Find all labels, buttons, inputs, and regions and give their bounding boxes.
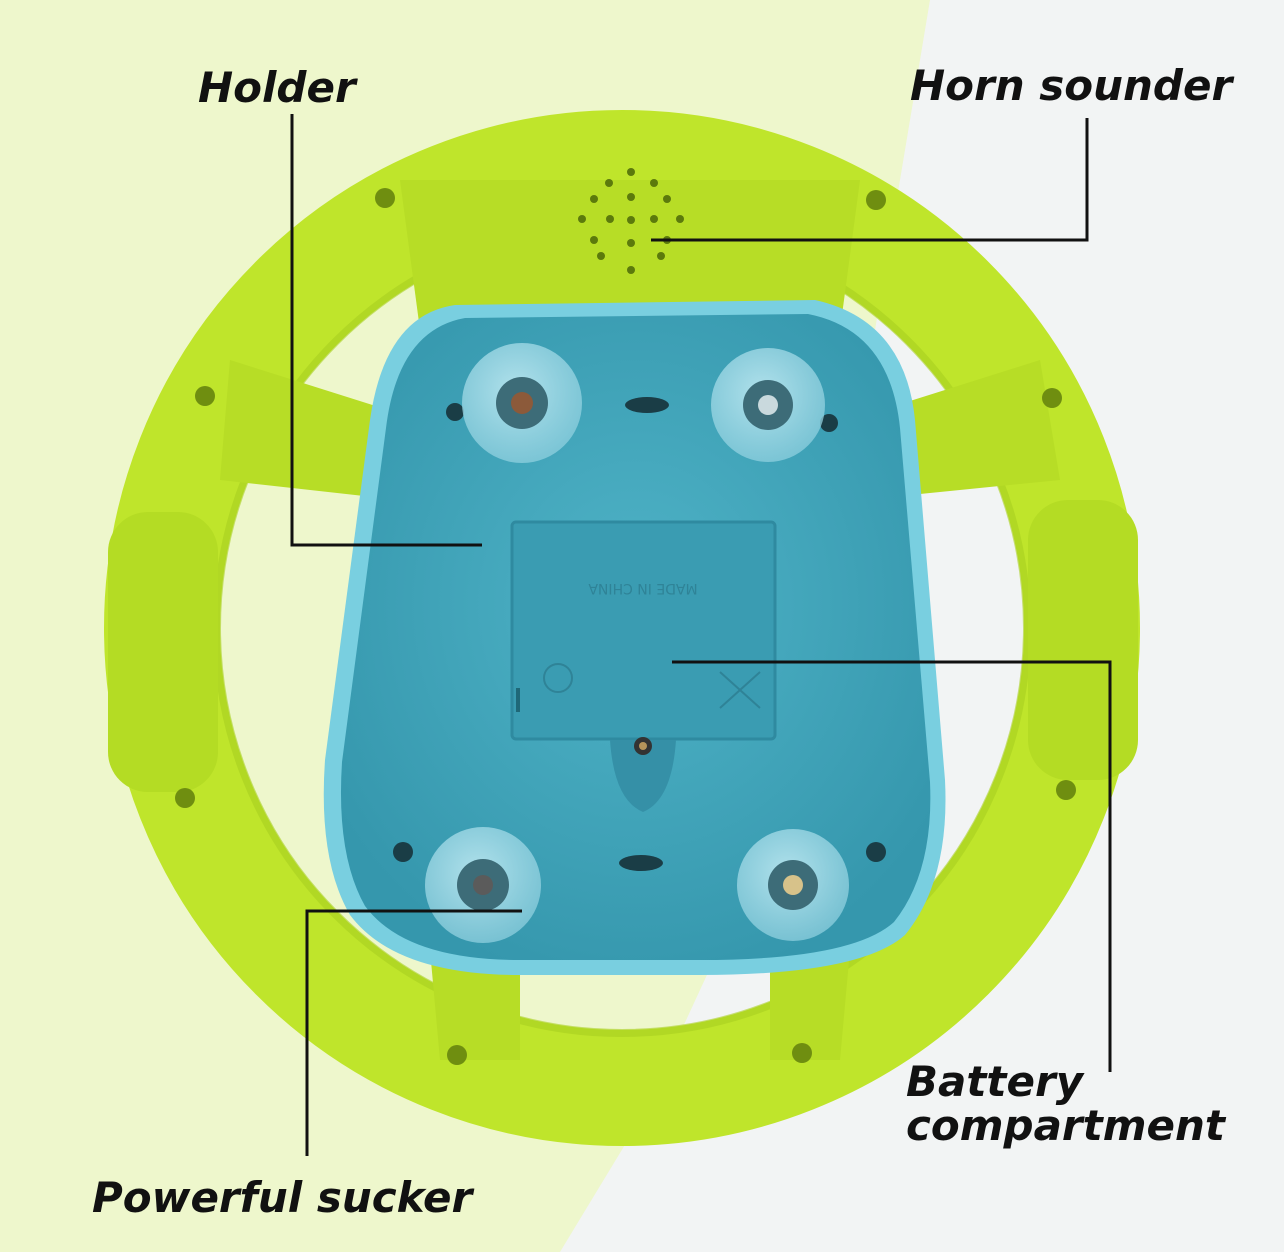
label-battery-line-1: Battery [906,1057,1084,1106]
center-screw-boss [610,740,676,812]
label-battery-line-2: compartment [906,1101,1225,1151]
leader-horn [651,118,1089,242]
label-powerful-sucker: Powerful sucker [92,1173,473,1222]
leader-sucker [305,909,522,1156]
embossed-text: MADE IN CHINA [588,580,698,596]
suction-cup-bottom-left [425,827,541,943]
right-grip [1028,500,1138,780]
leader-battery [672,660,1112,1072]
left-grip [108,512,218,792]
hanging-slot-top [625,397,669,413]
suction-cup-top-right [711,348,825,462]
suction-cup-bottom-right [737,829,849,941]
rim-screws [175,188,1076,1065]
suction-cups [425,343,849,943]
holder-plate: MADE IN CHINA [323,300,946,975]
label-horn-sounder: Horn sounder [910,61,1233,110]
upper-spoke [400,180,860,330]
label-battery-compartment: Battery compartment [906,1057,1225,1151]
battery-compartment-cover [510,520,777,741]
suction-cup-top-left [462,343,582,463]
label-holder: Holder [198,63,356,112]
leader-lines [290,114,1112,1156]
horn-speaker-holes [578,168,684,274]
leader-holder [290,114,482,547]
hanging-slot-bottom [619,855,663,871]
